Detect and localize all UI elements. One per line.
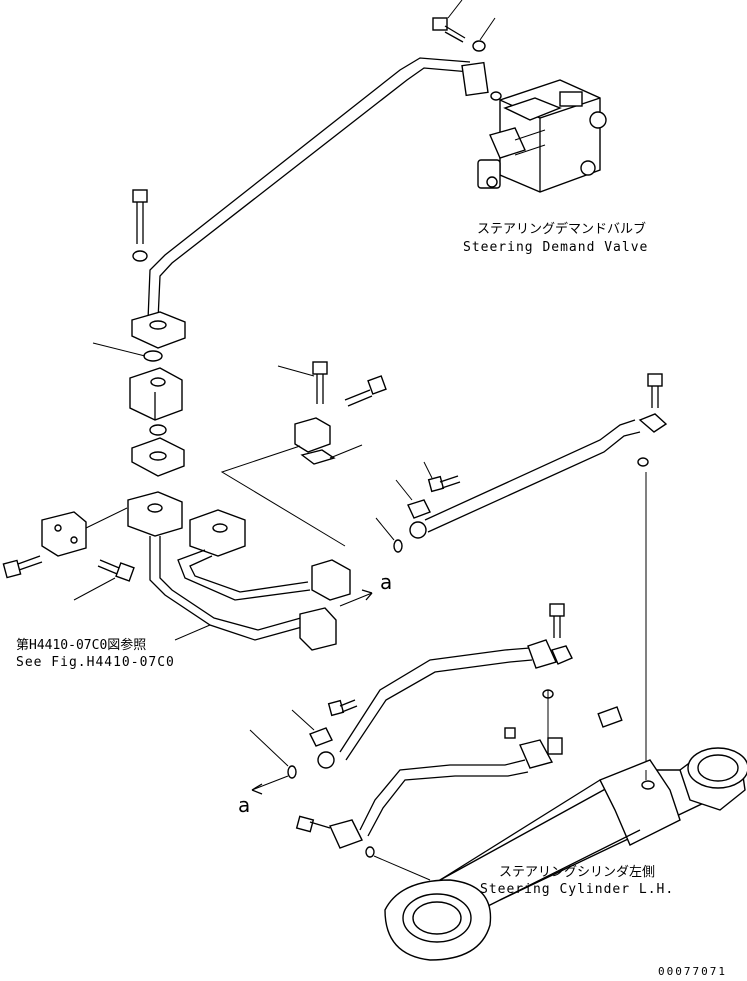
top-right-bolt [637,373,668,770]
see-fig-label-jp: 第H4410-07C0図参照 [16,638,147,653]
upper-flange [131,311,186,349]
steering-cylinder [384,747,747,961]
cylinder-label-jp: ステアリングシリンダ左側 [499,865,656,880]
split-flange-block [129,367,183,421]
cylinder-label-en: Steering Cylinder L.H. [480,882,675,897]
left-bolt-2 [73,559,135,601]
drawing-reference-number: 00077071 [658,965,727,978]
twin-pipes [127,491,373,651]
see-fig-label-en: See Fig.H4410-07C0 [16,655,175,670]
connection-mark-a-lower: a [238,793,251,817]
flange-bolt-upper [132,189,148,262]
demand-valve-label-en: Steering Demand Valve [463,240,649,255]
upper-right-hose [375,419,641,553]
connection-mark-a-upper: a [380,570,393,594]
upper-pipe [147,57,489,321]
top-bolt [432,0,466,43]
o-ring-2 [149,424,167,436]
clamp-bolt-horizontal [344,375,387,407]
steering-demand-valve [477,79,607,193]
clamp-bolt-vertical [277,361,328,404]
cylinder-pipe [295,690,623,881]
clamp-bracket [294,417,363,465]
lower-hose [249,603,573,795]
left-bolt-1 [2,555,43,579]
top-washer [472,17,496,52]
o-ring-1 [92,342,163,362]
lower-flange [131,437,185,477]
left-bracket [41,507,128,557]
demand-valve-label-jp: ステアリングデマンドバルブ [477,222,647,237]
